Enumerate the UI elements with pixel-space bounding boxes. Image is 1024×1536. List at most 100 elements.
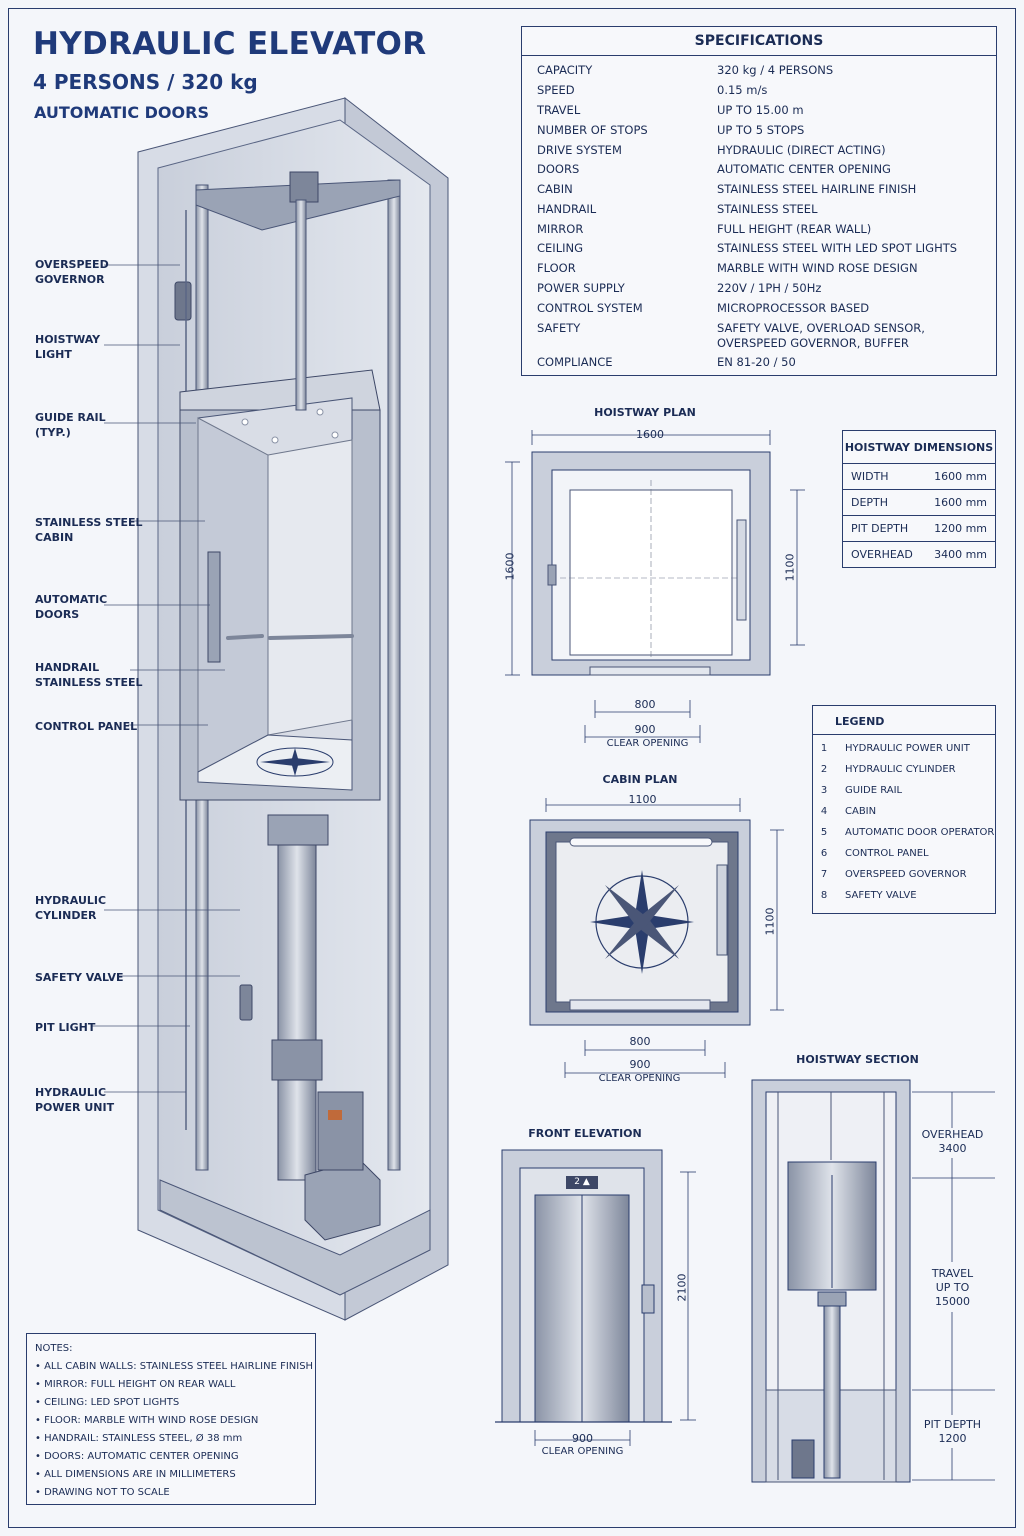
front-elevation-title: FRONT ELEVATION (528, 1127, 642, 1140)
hoistway-dimensions-title: HOISTWAY DIMENSIONS (844, 441, 994, 454)
cabin-opening-label: CLEAR OPENING (598, 1073, 681, 1084)
hoistway-section-drawing (751, 1079, 995, 1483)
hoistway-opening-label: CLEAR OPENING (606, 738, 689, 749)
callout-leaders (92, 264, 240, 1093)
notes-title: NOTES: (35, 1343, 73, 1354)
notes-panel: NOTES: • ALL CABIN WALLS: STAINLESS STEE… (26, 1333, 316, 1505)
floor-indicator: 2 ▲ (574, 1177, 590, 1187)
travel-label: TRAVEL (931, 1267, 974, 1280)
hoistway-plan-title: HOISTWAY PLAN (594, 406, 696, 419)
cylinder-ram (295, 199, 307, 411)
front-opening-label: CLEAR OPENING (541, 1446, 624, 1457)
guide-rail-right (387, 179, 401, 1171)
note-item: • DRAWING NOT TO SCALE (35, 1487, 170, 1498)
front-elevation-drawing (495, 1149, 696, 1446)
cabin-plan-drawing (529, 798, 784, 1078)
overhead-value: 3400 (938, 1142, 967, 1155)
page-subtitle: 4 PERSONS / 320 kg (33, 70, 258, 94)
note-item: • CEILING: LED SPOT LIGHTS (35, 1397, 180, 1408)
note-item: • MIRROR: FULL HEIGHT ON REAR WALL (35, 1379, 236, 1390)
cabin-control-panel (207, 551, 221, 663)
isometric-elevator-illustration (137, 96, 449, 1321)
callout-guide-rail: GUIDE RAIL(TYP.) (35, 411, 106, 439)
note-item: • DOORS: AUTOMATIC CENTER OPENING (35, 1451, 239, 1462)
page-frame (8, 8, 1016, 1528)
handrail-left (226, 634, 264, 640)
callout-safety-valve: SAFETY VALVE (35, 971, 124, 984)
note-item: • ALL DIMENSIONS ARE IN MILLIMETERS (35, 1469, 236, 1480)
hoistway-section-title: HOISTWAY SECTION (796, 1053, 919, 1066)
hoistway-door-dim: 800 (634, 698, 656, 711)
travel-label-upto: UP TO (935, 1281, 970, 1294)
front-opening-dim: 900 (572, 1432, 593, 1445)
governor-unit (174, 281, 192, 321)
specifications-title: SPECIFICATIONS (522, 27, 996, 56)
cabin-width-dim: 1100 (628, 793, 657, 806)
overhead-label: OVERHEAD (921, 1128, 984, 1141)
cabin-rear-wall (267, 439, 353, 736)
travel-value: 15000 (935, 1295, 970, 1308)
note-item: • ALL CABIN WALLS: STAINLESS STEEL HAIRL… (35, 1361, 314, 1372)
cylinder-head (267, 814, 329, 846)
hydraulic-cylinder (277, 844, 317, 1181)
callout-pit-light: PIT LIGHT (35, 1021, 96, 1034)
hoistway-cabin-depth-dim: 1100 (783, 553, 797, 582)
handrail-rear (268, 634, 354, 640)
hoistway-width-dim: 1600 (636, 428, 664, 441)
pit-floor (159, 1179, 431, 1296)
cabin-plan-title: CABIN PLAN (602, 773, 678, 786)
cabin-door-dim: 800 (629, 1035, 651, 1048)
note-item: • FLOOR: MARBLE WITH WIND ROSE DESIGN (35, 1415, 259, 1426)
page-title: HYDRAULIC ELEVATOR (33, 26, 427, 62)
hoistway-depth-dim: 1600 (503, 552, 517, 581)
hoistway-opening-dim: 900 (634, 723, 656, 736)
cylinder-top-mount (289, 171, 319, 203)
legend-title: LEGEND (813, 706, 995, 735)
pit-depth-value: 1200 (938, 1432, 967, 1445)
page-subtitle-doors: AUTOMATIC DOORS (34, 103, 209, 122)
safety-valve (239, 984, 253, 1021)
callout-control-panel: CONTROL PANEL (35, 720, 138, 733)
cabin-depth-dim: 1100 (763, 907, 777, 936)
cabin-opening-dim: 900 (629, 1058, 651, 1071)
door-height-dim: 2100 (675, 1273, 689, 1302)
note-item: • HANDRAIL: STAINLESS STEEL, Ø 38 mm (35, 1433, 243, 1444)
